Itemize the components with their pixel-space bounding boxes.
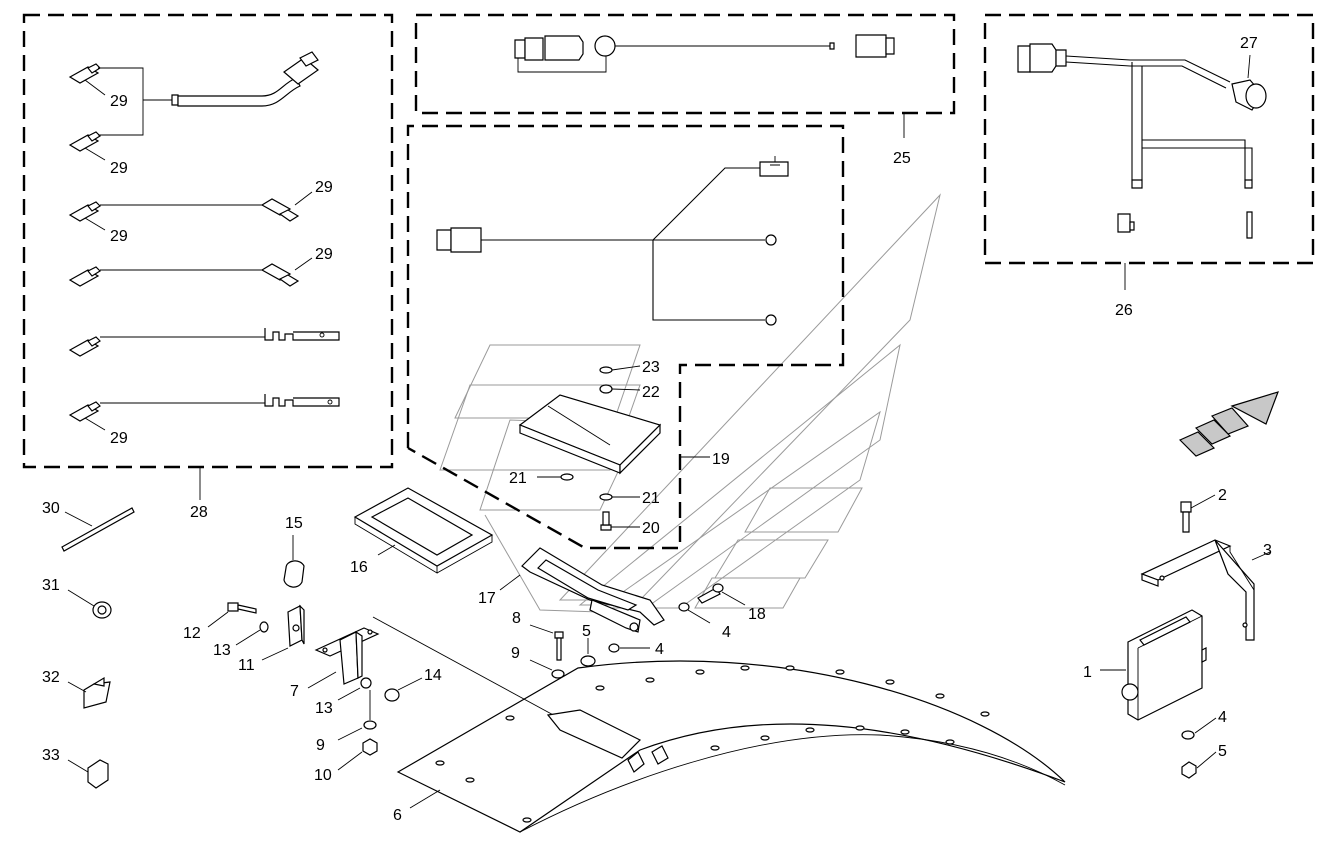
callout-2: 2 xyxy=(1218,487,1227,504)
callout-30: 30 xyxy=(42,500,60,517)
callout-5-a: 5 xyxy=(582,623,591,640)
callout-13-b: 13 xyxy=(315,700,333,717)
callout-4-b: 4 xyxy=(655,641,664,658)
grommet-31: 31 xyxy=(42,577,112,619)
callout-10: 10 xyxy=(314,767,332,784)
callout-26: 26 xyxy=(1115,302,1133,319)
callout-14: 14 xyxy=(424,667,442,684)
callout-22: 22 xyxy=(642,384,660,401)
callout-19: 19 xyxy=(712,451,730,468)
connector-29-c xyxy=(68,201,101,222)
fuse-33: 33 xyxy=(42,747,109,789)
panel-6: 6 xyxy=(372,616,1066,833)
control-unit-assembly: 3 2 1 4 5 xyxy=(1083,487,1272,779)
cab-ghost-outline xyxy=(439,193,941,613)
box-19-sensor-assembly: 23 22 21 21 20 19 xyxy=(406,124,845,550)
callout-7: 7 xyxy=(290,683,299,700)
callout-29-f: 29 xyxy=(110,430,128,447)
callout-29-d: 29 xyxy=(315,179,333,196)
connector-29-d xyxy=(260,198,300,222)
box-25-cable: 25 xyxy=(414,13,956,167)
bracket-17: 17 xyxy=(478,547,665,633)
frame-16: 16 xyxy=(350,487,494,576)
callout-23: 23 xyxy=(642,359,660,376)
screw-18: 18 4 xyxy=(678,583,766,641)
callout-17: 17 xyxy=(478,590,496,607)
connector-29-e xyxy=(68,266,101,287)
callout-27: 27 xyxy=(1240,35,1258,52)
callout-3: 3 xyxy=(1263,542,1272,559)
callout-28: 28 xyxy=(190,504,208,521)
callout-1: 1 xyxy=(1083,664,1092,681)
callout-29-c: 29 xyxy=(110,228,128,245)
callout-25: 25 xyxy=(893,150,911,167)
callout-11: 11 xyxy=(238,657,255,674)
box-28-connector-kit: 29 29 29 29 29 29 28 xyxy=(22,13,394,521)
callout-20: 20 xyxy=(642,520,660,537)
callout-29-b: 29 xyxy=(110,160,128,177)
callout-5-b: 5 xyxy=(1218,743,1227,760)
callout-29-e: 29 xyxy=(315,246,333,263)
callout-13-a: 13 xyxy=(213,642,231,659)
holder-32: 32 xyxy=(42,669,111,709)
center-hardware: 8 9 5 4 xyxy=(511,610,664,679)
callout-4-c: 4 xyxy=(1218,709,1227,726)
callout-16: 16 xyxy=(350,559,368,576)
bracket-7-11: 11 7 12 13 13 14 9 10 xyxy=(183,602,442,784)
panel-6-bolt-holes xyxy=(435,665,990,823)
callout-31: 31 xyxy=(42,577,60,594)
callout-6: 6 xyxy=(393,807,402,824)
callout-18: 18 xyxy=(748,606,766,623)
box-26-harness: 27 26 xyxy=(983,13,1315,319)
callout-15: 15 xyxy=(285,515,303,532)
clip-15: 15 xyxy=(283,515,305,588)
cable-tie-30: 30 xyxy=(42,500,135,552)
callout-4-a: 4 xyxy=(722,624,731,641)
callout-21-b: 21 xyxy=(642,490,660,507)
forward-direction-arrow-icon xyxy=(1178,391,1279,457)
callout-9-a: 9 xyxy=(511,645,520,662)
callout-29-a: 29 xyxy=(110,93,128,110)
callout-12: 12 xyxy=(183,625,201,642)
connector-29-f xyxy=(260,263,300,287)
callout-33: 33 xyxy=(42,747,60,764)
callout-9-b: 9 xyxy=(316,737,325,754)
callout-21-a: 21 xyxy=(509,470,527,487)
callout-8: 8 xyxy=(512,610,521,627)
callout-32: 32 xyxy=(42,669,60,686)
connector-29-g xyxy=(68,401,101,422)
connector-29-b xyxy=(68,131,101,152)
